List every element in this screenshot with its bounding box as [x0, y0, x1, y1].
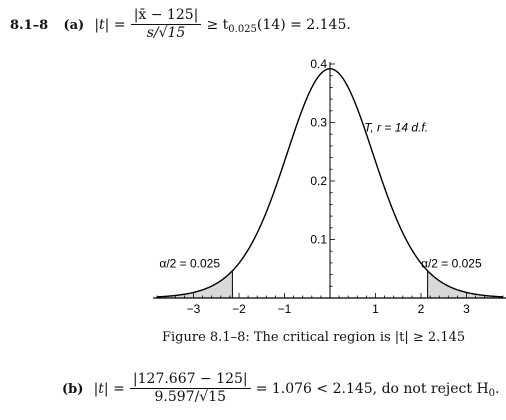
problem-number: 8.1–8 [10, 18, 49, 33]
right-tail-label: α/2 = 0.025 [421, 257, 482, 271]
left-tail-label: α/2 = 0.025 [159, 257, 220, 271]
part-b-lhs: |t| = [93, 381, 125, 397]
part-b-equation: (b) |t| = |127.667 − 125| 9.597/√15 = 1.… [62, 372, 500, 405]
part-b-label: (b) [62, 382, 84, 397]
critical-region-tails [157, 270, 503, 298]
x-tick-label: −2 [232, 302, 246, 316]
y-tick-label: 0.2 [310, 174, 327, 188]
right-tail-region [427, 270, 503, 298]
part-a-relation: ≥ t0.025(14) = 2.145. [206, 17, 351, 35]
axes [153, 62, 506, 299]
x-tick-label: −3 [187, 302, 201, 316]
x-tick-label: 2 [418, 302, 425, 316]
part-b-numerator: |127.667 − 125| [129, 372, 251, 389]
part-a-fraction: |x̄ − 125| s/√15 [130, 8, 202, 41]
y-tick-label: 0.4 [310, 57, 327, 71]
t-distribution-chart: −3 −2 −1 1 2 3 0.1 0.2 0.3 0.4 T, r = 14 d.f. α/2… [153, 57, 506, 316]
part-b-fraction: |127.667 − 125| 9.597/√15 [129, 372, 251, 405]
y-tick-label: 0.1 [310, 233, 327, 247]
part-a-denominator: s/√15 [146, 25, 186, 41]
axis-ticks: −3 −2 −1 1 2 3 0.1 0.2 0.3 0.4 [156, 57, 504, 316]
part-b-denominator: 9.597/√15 [154, 389, 227, 405]
x-tick-label: 3 [463, 302, 470, 316]
part-a-lhs: |t| = [94, 17, 126, 33]
part-a-equation: 8.1–8 (a) |t| = |x̄ − 125| s/√15 ≥ t0.02… [10, 8, 351, 41]
part-a-numerator: |x̄ − 125| [130, 8, 202, 25]
part-a-label: (a) [63, 18, 85, 33]
left-tail-region [157, 270, 233, 298]
y-tick-label: 0.3 [310, 116, 327, 130]
curve-label: T, r = 14 d.f. [364, 120, 428, 134]
x-tick-label: −1 [278, 302, 292, 316]
x-tick-label: 1 [372, 302, 379, 316]
figure-caption: Figure 8.1–8: The critical region is |t|… [162, 330, 466, 345]
part-b-result: = 1.076 < 2.145, do not reject H0. [255, 381, 500, 399]
